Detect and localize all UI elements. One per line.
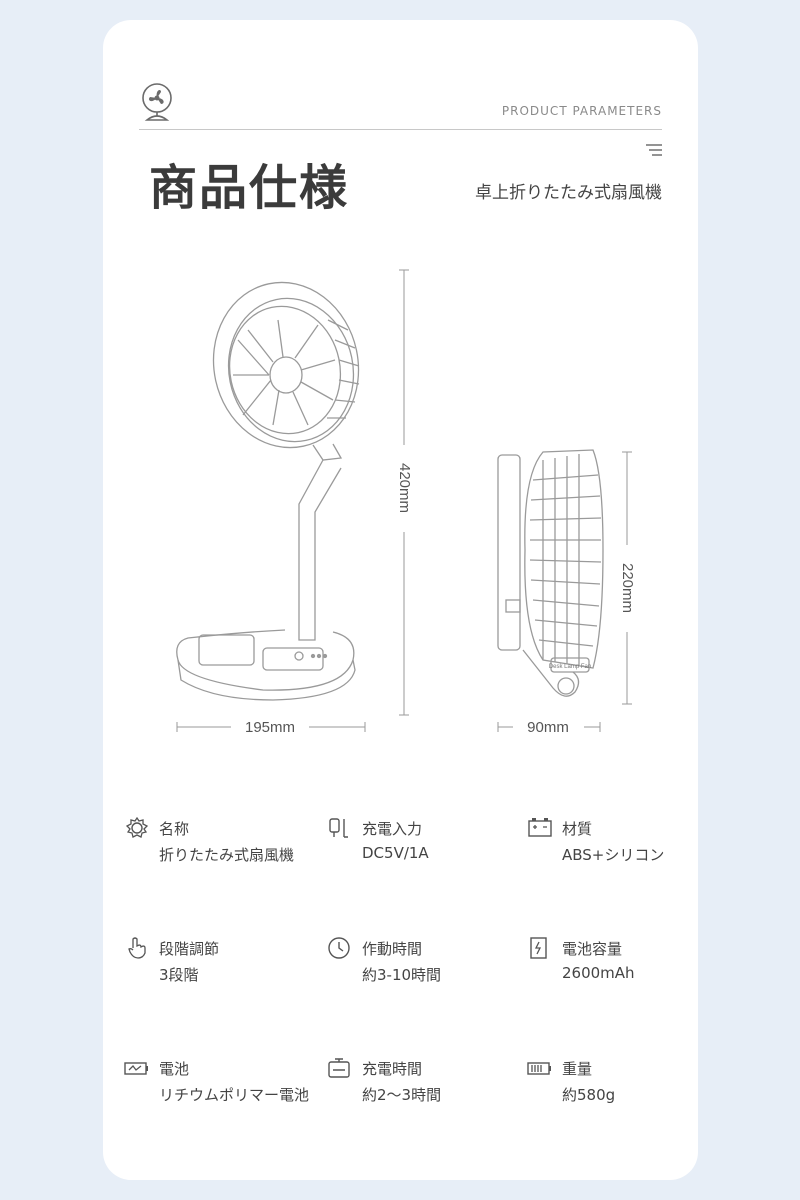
plug-icon [329,818,348,838]
hand-pointer-icon [128,937,146,959]
header-divider [139,129,662,130]
spec-value: 約580g [562,1086,616,1104]
menu-lines-icon [646,144,662,156]
spec-value: 3段階 [159,966,199,984]
spec-value: ABS+シリコン [562,846,665,864]
power-bank-icon [530,937,547,959]
battery-box-icon [528,818,552,837]
spec-card: PRODUCT PARAMETERS 商品仕様 卓上折りたたみ式扇風機 [103,20,698,1180]
page-subtitle: 卓上折りたたみ式扇風機 [475,183,662,203]
spec-name: 電池 [159,1060,190,1078]
spec-name: 名称 [159,820,190,838]
clock-icon [328,937,350,959]
gear-icon [125,816,149,838]
spec-value: DC5V/1A [362,844,429,862]
depth-dimension-side [497,722,601,732]
spec-value: 約2〜3時間 [362,1086,442,1104]
spec-name: 充電入力 [362,820,423,838]
spec-name: 作動時間 [362,940,423,958]
battery-charging-icon [124,1062,148,1075]
height-side-label: 220mm [619,563,636,613]
side-fan-illustration [497,449,604,697]
product-diagram: 420mm 195mm Desk Lamp Fan 220mm [176,269,636,736]
fan-logo-icon [142,83,172,121]
front-fan-illustration [176,281,360,701]
weight-battery-icon [527,1062,551,1075]
spec-name: 重量 [562,1060,593,1078]
spec-name: 充電時間 [362,1060,423,1078]
height-dimension-front [399,269,409,716]
height-front-label: 420mm [396,463,413,513]
spec-name: 材質 [562,820,593,838]
spec-value: リチウムポリマー電池 [159,1086,310,1104]
spec-value: 約3-10時間 [362,966,442,984]
timer-icon [328,1058,350,1078]
section-kicker: PRODUCT PARAMETERS [501,104,662,118]
height-dimension-side [622,451,632,705]
width-dimension-front [176,722,366,732]
spec-name: 電池容量 [562,940,623,958]
spec-value: 2600mAh [562,964,635,982]
spec-name: 段階調節 [159,940,220,958]
side-fan-label: Desk Lamp Fan [549,664,591,670]
page-title: 商品仕様 [149,160,350,216]
depth-side-label: 90mm [527,719,569,736]
width-front-label: 195mm [245,719,295,736]
spec-value: 折りたたみ式扇風機 [159,846,295,864]
